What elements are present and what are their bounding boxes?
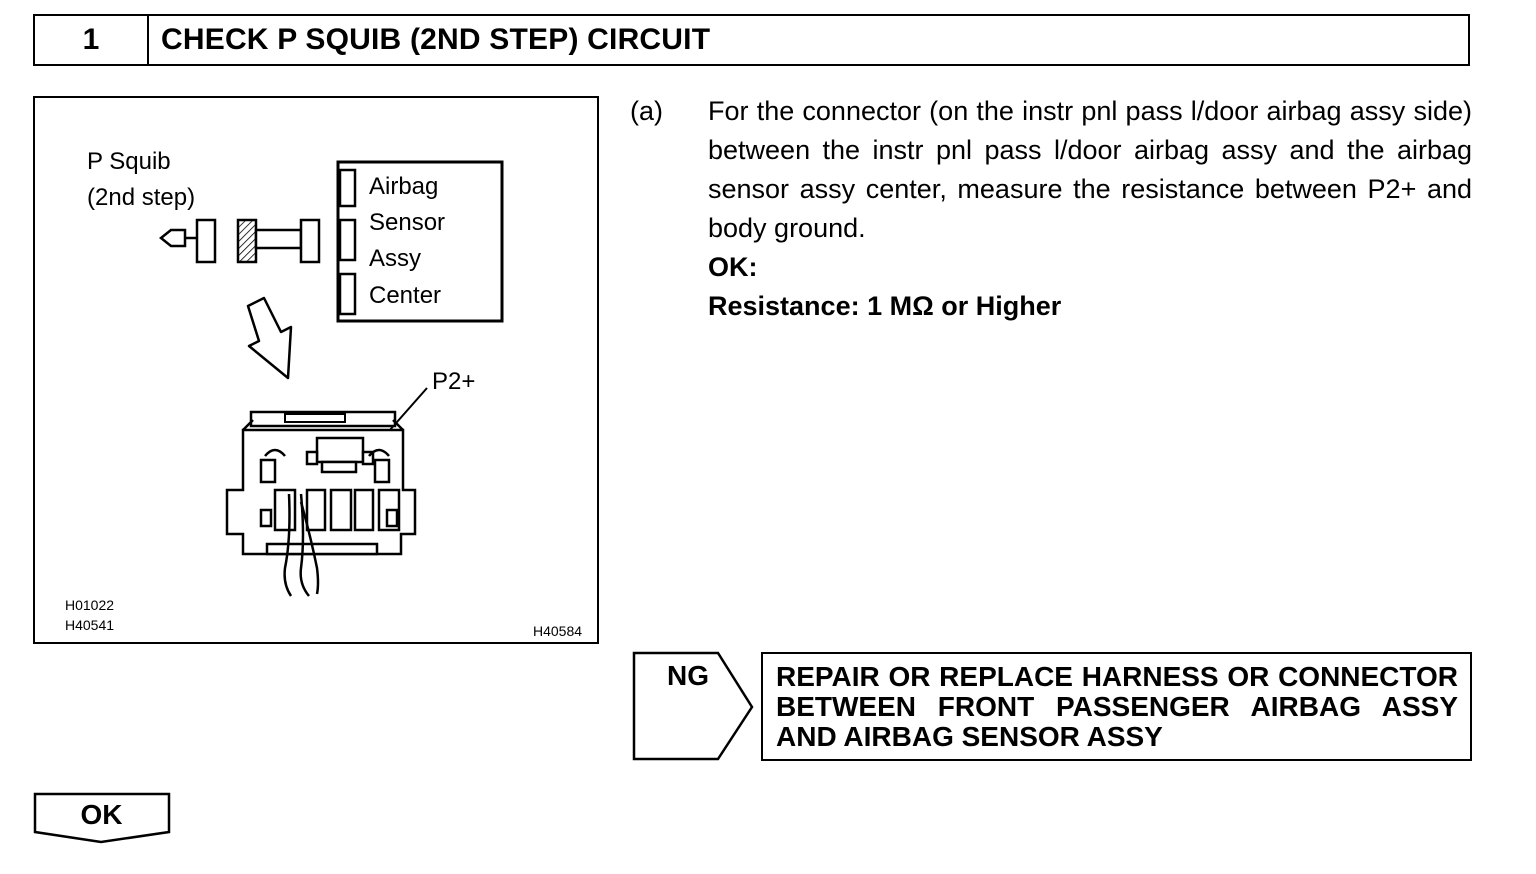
- resistance-spec: Resistance: 1 MΩ or Higher: [708, 291, 1062, 321]
- repair-action-box: REPAIR OR REPLACE HARNESS OR CONNECTOR B…: [761, 652, 1472, 761]
- sensor-label-line-1: Airbag: [369, 173, 438, 200]
- sensor-label-line-2: Sensor: [369, 209, 445, 236]
- step-header: 1 CHECK P SQUIB (2ND STEP) CIRCUIT: [33, 14, 1470, 66]
- terminal-label: P2+: [432, 368, 475, 395]
- sensor-pins: [338, 168, 357, 316]
- sensor-box: [336, 160, 504, 323]
- figure-code-2: H40541: [65, 617, 114, 633]
- view-direction-arrow-icon: [246, 296, 293, 380]
- instruction-section: (a) For the connector (on the instr pnl …: [630, 92, 1472, 326]
- test-probe-wires: [283, 493, 320, 597]
- ok-heading: OK:: [708, 252, 758, 282]
- ok-arrow-shape: [33, 792, 171, 844]
- figure-code-3: H40584: [533, 623, 582, 639]
- ok-label: OK: [80, 799, 123, 830]
- step-number: 1: [35, 16, 149, 64]
- connector-diagram: P Squib (2nd step) Airbag Sensor Assy Ce…: [33, 96, 599, 644]
- squib-label: P Squib: [87, 148, 171, 175]
- instruction-label: (a): [630, 96, 663, 126]
- connector-front-view: [225, 410, 417, 556]
- squib-connector-icon: [158, 218, 217, 264]
- step-title: CHECK P SQUIB (2ND STEP) CIRCUIT: [161, 23, 711, 56]
- diagram-drawing: P Squib (2nd step) Airbag Sensor Assy Ce…: [65, 148, 582, 639]
- ng-label: NG: [667, 660, 709, 691]
- sensor-label-line-4: Center: [369, 282, 441, 309]
- sensor-label-line-3: Assy: [369, 245, 421, 272]
- mating-connector-icon: [236, 218, 321, 264]
- ng-arrow-shape: [632, 651, 754, 761]
- squib-step-label: (2nd step): [87, 184, 195, 211]
- repair-action-text: REPAIR OR REPLACE HARNESS OR CONNECTOR B…: [776, 661, 1458, 752]
- figure-code-1: H01022: [65, 597, 114, 613]
- instruction-text: For the connector (on the instr pnl pass…: [708, 96, 1472, 243]
